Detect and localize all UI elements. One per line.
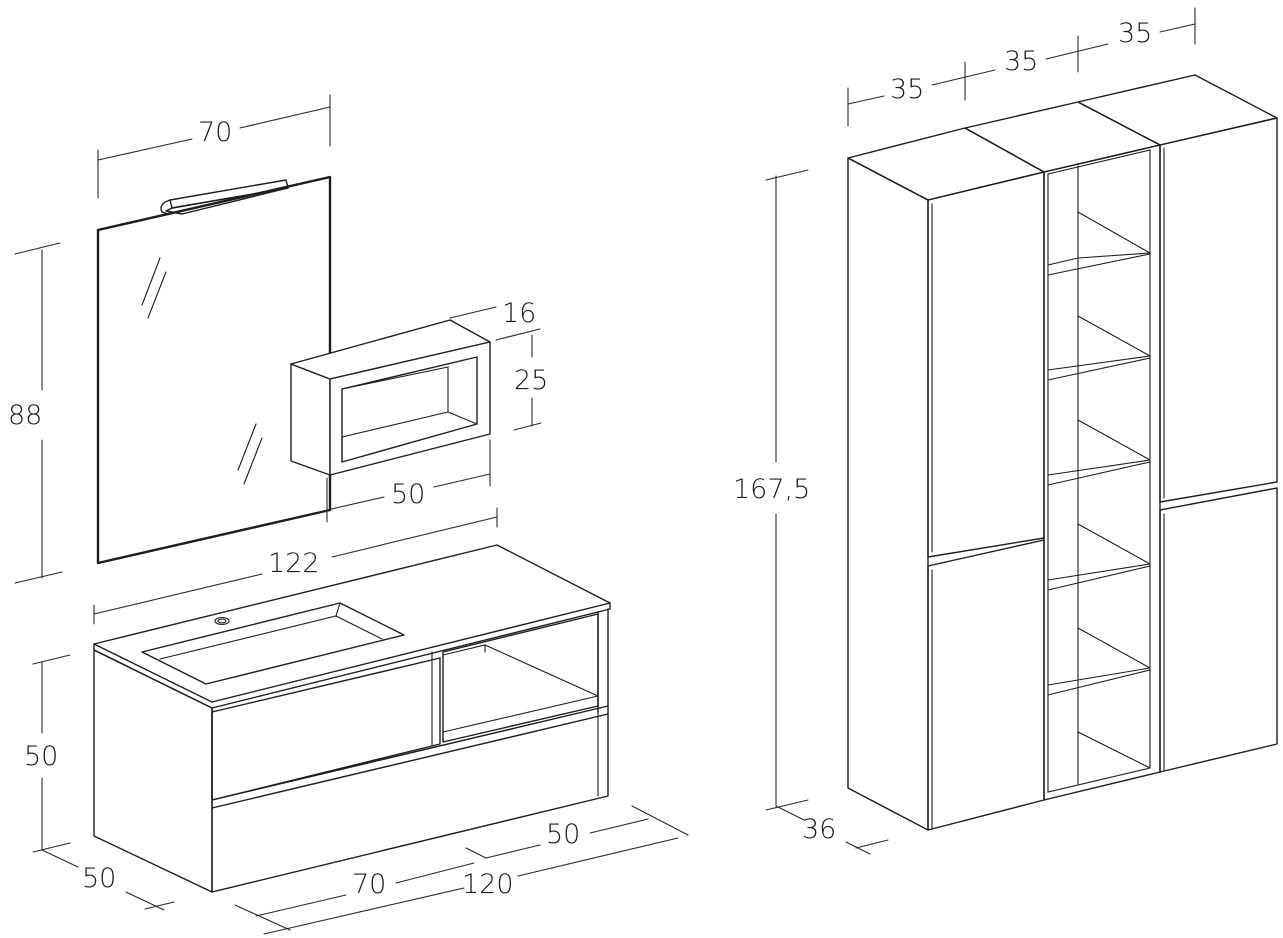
vanity-top-width-label: 122 xyxy=(268,548,320,579)
wall-shelf xyxy=(290,319,491,476)
shelf-width-label: 50 xyxy=(391,479,425,510)
drawer-width-label: 70 xyxy=(352,869,386,900)
vanity-base-dimensions: 70 50 120 xyxy=(234,805,689,935)
open-shelf-width-label: 50 xyxy=(546,819,580,850)
faucet-hole-icon xyxy=(214,616,230,626)
shelf-depth-dimension: 16 xyxy=(449,298,536,329)
column-height-label: 167,5 xyxy=(733,474,810,505)
column-depth-label: 36 xyxy=(802,814,836,845)
vanity-unit xyxy=(93,544,611,893)
column-width-middle-label: 35 xyxy=(1004,46,1038,77)
mirror-height-dimension: 88 xyxy=(8,242,63,584)
column-depth-dimension: 36 xyxy=(775,805,889,855)
vanity-base-width-label: 120 xyxy=(462,869,514,900)
tall-column-units xyxy=(847,74,1278,831)
sink-basin xyxy=(141,602,405,685)
mirror-lamp xyxy=(160,179,289,215)
mirror-width-label: 70 xyxy=(198,117,232,148)
mirror-height-label: 88 xyxy=(8,400,42,431)
vanity-height-dimension: 50 xyxy=(24,654,71,853)
column-height-dimension: 167,5 xyxy=(733,169,810,811)
shelf-width-dimension: 50 xyxy=(326,439,491,523)
column-width-left-label: 35 xyxy=(890,74,924,105)
mirror-width-dimension: 70 xyxy=(97,94,331,199)
vanity-depth-label: 50 xyxy=(82,863,116,894)
column-width-right-label: 35 xyxy=(1118,18,1152,49)
shelf-height-dimension: 25 xyxy=(495,328,548,431)
column-width-dimensions: 35 35 35 xyxy=(847,7,1196,127)
shelf-depth-label: 16 xyxy=(502,298,536,329)
vanity-depth-dimension: 50 xyxy=(41,849,175,911)
vanity-top-width-dimension: 122 xyxy=(93,507,498,625)
vanity-height-label: 50 xyxy=(24,741,58,772)
shelf-height-label: 25 xyxy=(514,365,548,396)
